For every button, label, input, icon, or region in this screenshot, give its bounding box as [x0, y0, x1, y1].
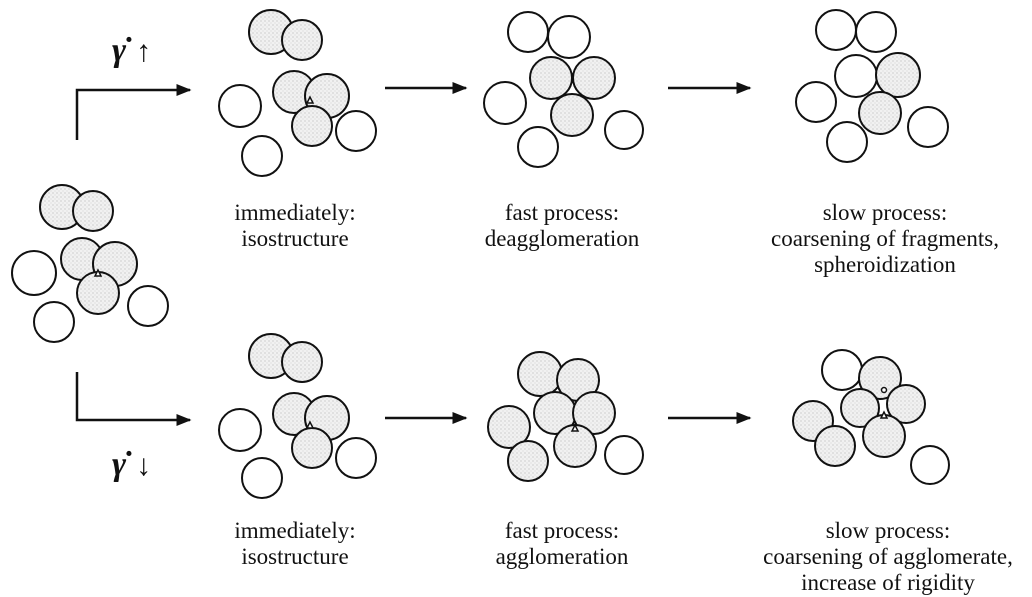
caption-line: isostructure	[241, 226, 349, 251]
caption-line: fast process:	[504, 518, 620, 543]
caption-line: isostructure	[241, 544, 349, 569]
caption-line: slow process:	[822, 200, 948, 225]
caption-line: fast process:	[504, 200, 620, 225]
top-caption-2: fast process: deagglomeration	[462, 200, 662, 252]
caption-line: slow process:	[825, 518, 951, 543]
caption-line: immediately:	[234, 518, 356, 543]
gamma-dot-symbol: γ̇	[112, 32, 127, 69]
top-caption-3: slow process: coarsening of fragments, s…	[760, 200, 1010, 278]
caption-line: deagglomeration	[484, 226, 640, 251]
bottom-rigid-agglomerate	[792, 349, 950, 485]
caption-line: coarsening of fragments,	[770, 226, 999, 251]
branch-lines	[75, 84, 192, 426]
shear-rate-increase-label: γ̇ ↑	[112, 32, 151, 70]
caption-line: immediately:	[234, 200, 356, 225]
bottom-caption-2: fast process: agglomeration	[462, 518, 662, 570]
caption-line: agglomeration	[495, 544, 629, 569]
top-spheroidization	[795, 9, 949, 163]
bottom-caption-3: slow process: coarsening of agglomerate,…	[758, 518, 1018, 596]
gamma-dot-symbol: γ̇	[112, 446, 127, 483]
bottom-isostructure	[218, 333, 377, 499]
caption-line: coarsening of agglomerate,	[763, 544, 1013, 569]
shear-rate-decrease-label: γ̇ ↓	[112, 446, 151, 484]
top-caption-1: immediately: isostructure	[210, 200, 380, 252]
bottom-caption-1: immediately: isostructure	[210, 518, 380, 570]
arrow-up-icon: ↑	[136, 35, 152, 68]
bottom-agglomeration	[487, 351, 644, 482]
top-deagglomeration	[483, 11, 644, 168]
top-isostructure	[218, 9, 377, 177]
caption-line: increase of rigidity	[801, 570, 975, 595]
arrow-down-icon: ↓	[136, 449, 152, 482]
initial-structure	[11, 184, 169, 343]
caption-line: spheroidization	[814, 252, 956, 277]
